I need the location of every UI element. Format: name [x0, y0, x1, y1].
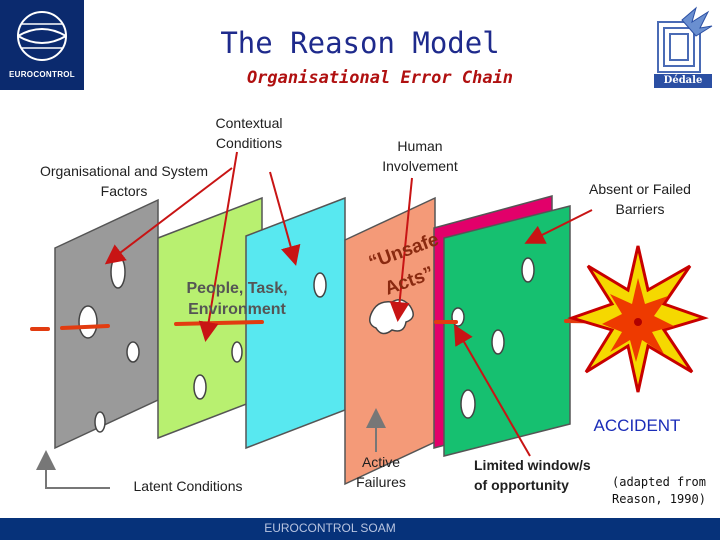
logo-text: EUROCONTROL	[9, 70, 75, 79]
plane-6	[443, 205, 571, 457]
footer-text: EUROCONTROL SOAM	[264, 521, 396, 535]
plane-1	[54, 198, 159, 450]
arrow-barriers	[524, 209, 593, 244]
dedale-logo: Dédale	[652, 6, 714, 90]
latent-holes	[78, 255, 535, 433]
eurocontrol-logo: EUROCONTROL	[0, 0, 84, 90]
page-subtitle: Organisational Error Chain	[246, 68, 514, 88]
arrow-human	[389, 177, 413, 322]
accident-explosion	[567, 245, 709, 393]
arrow-contextual-2	[269, 171, 301, 266]
page-title: The Reason Model	[220, 26, 500, 60]
globe-icon	[17, 11, 67, 61]
footer-bar	[0, 518, 720, 540]
label-accident: ACCIDENT	[593, 416, 681, 435]
label-people-task-environment: People, Task,Environment	[186, 280, 288, 318]
arrow-window	[453, 324, 531, 457]
maze-icon	[657, 6, 713, 73]
label-unsafe-acts: “Unsafe Acts”	[366, 229, 442, 300]
label-latent-conditions: Latent Conditions	[133, 478, 243, 494]
arrow-org	[104, 167, 233, 265]
dedale-plate: Dédale	[654, 74, 712, 88]
arrow-contextual-1	[198, 151, 238, 342]
arrow-latent	[36, 450, 110, 489]
